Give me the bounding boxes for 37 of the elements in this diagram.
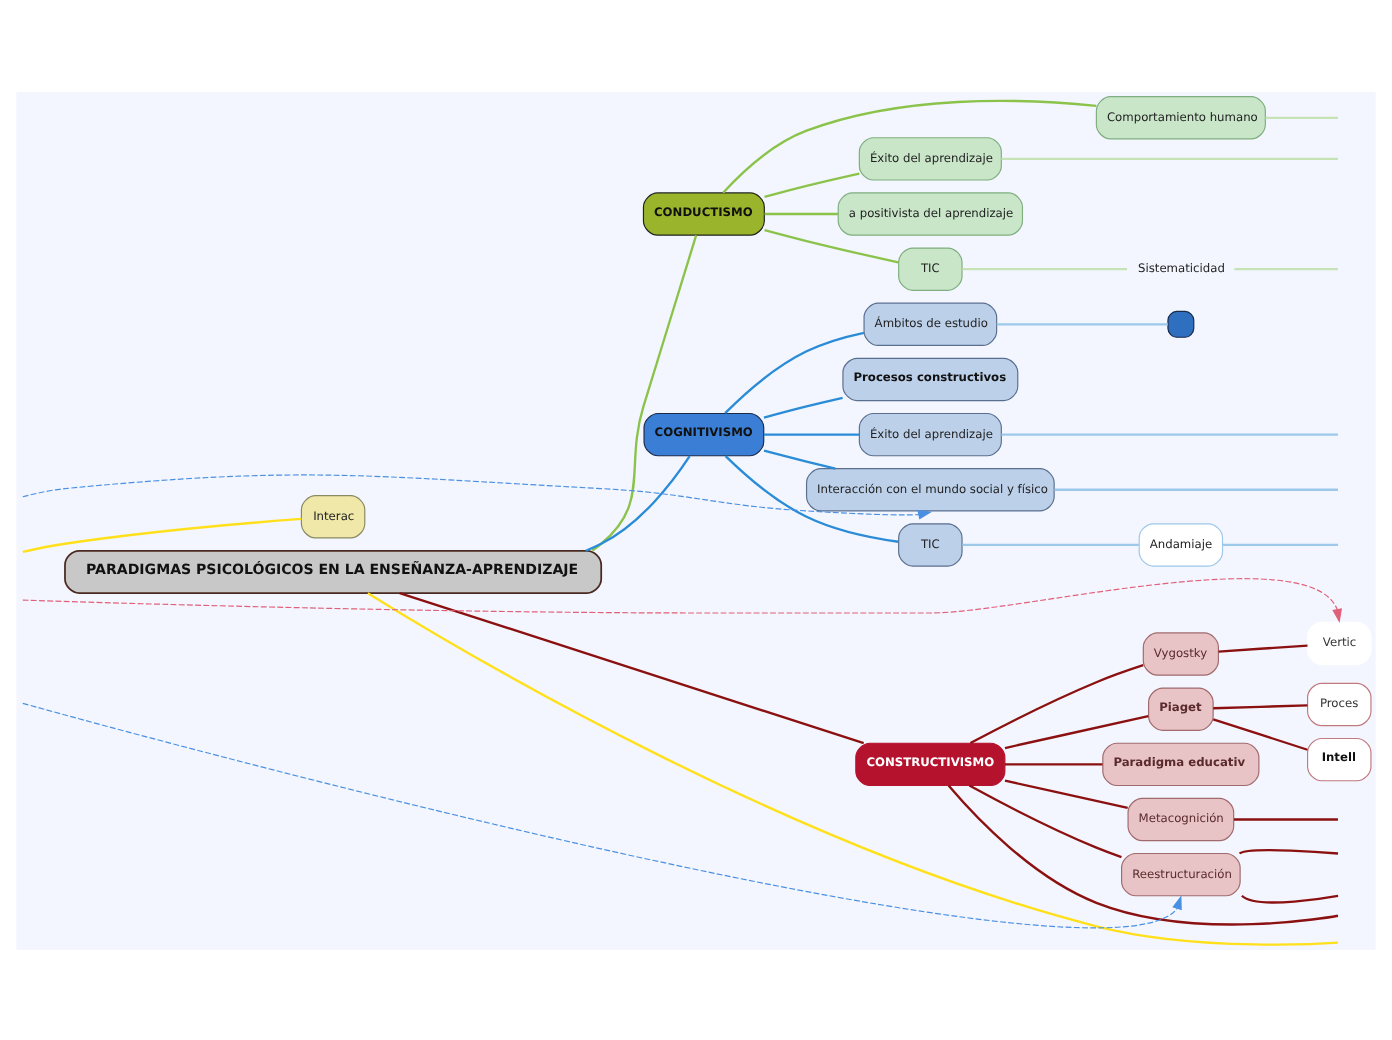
node-box [1167,309,1195,337]
connector [764,211,839,215]
connector [764,171,860,198]
connector [996,322,1168,325]
connector [1004,762,1103,765]
connector [1234,817,1338,820]
connector [1218,643,1308,652]
connector [763,432,860,435]
connector [724,454,899,542]
connector [591,234,698,551]
connector [1241,893,1339,903]
connector [1265,115,1338,118]
connector [1234,267,1338,270]
connector [722,98,1097,193]
connector [399,590,865,744]
connector [1239,847,1339,854]
connector [1004,778,1128,809]
connector [1004,714,1149,749]
connector [1213,703,1308,709]
arrow [22,473,933,519]
connector [968,783,1122,858]
arrow [22,701,1182,927]
connector [969,663,1144,744]
connector [947,783,1339,925]
connector [1001,432,1338,435]
connector [763,448,836,469]
connector [962,267,1128,270]
connector [1054,487,1338,490]
connector [1222,542,1339,546]
connector [764,228,899,263]
connector [763,395,843,418]
connector [1212,717,1308,750]
connector [724,330,865,413]
connector [585,454,691,551]
connector [367,591,1339,945]
connector [962,542,1139,546]
connector [1001,156,1338,160]
